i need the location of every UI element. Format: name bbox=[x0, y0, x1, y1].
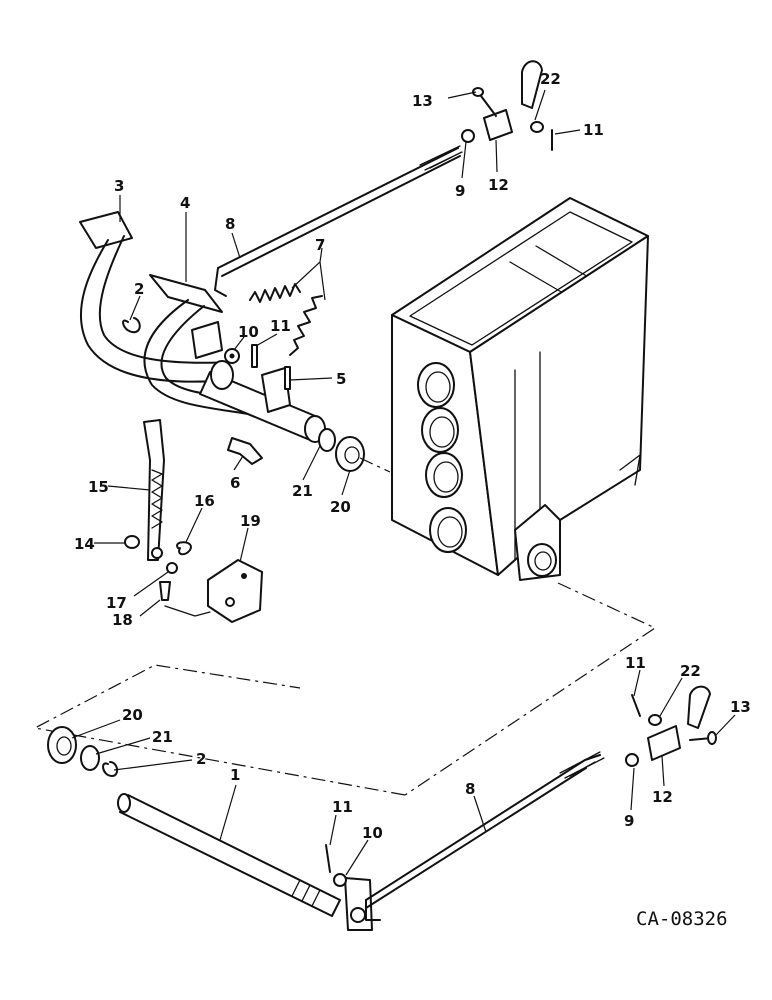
transmission-housing bbox=[391, 197, 649, 581]
callout-11-lower-left: 11 bbox=[332, 798, 353, 816]
callout-10-lower: 10 bbox=[362, 824, 383, 842]
callout-11-lower-right: 11 bbox=[625, 654, 646, 672]
callout-15: 15 bbox=[88, 478, 109, 496]
callout-3: 3 bbox=[114, 177, 124, 195]
callout-9-lower: 9 bbox=[624, 812, 634, 830]
callout-17: 17 bbox=[106, 594, 127, 612]
callout-12-upper: 12 bbox=[488, 176, 509, 194]
callout-18: 18 bbox=[112, 611, 133, 629]
lever-assembly bbox=[124, 419, 263, 623]
callout-20-upper: 20 bbox=[330, 498, 351, 516]
callout-20-lower: 20 bbox=[122, 706, 143, 724]
callout-13-lower: 13 bbox=[730, 698, 751, 716]
callout-11-upper-left: 11 bbox=[270, 317, 291, 335]
callout-13-upper: 13 bbox=[412, 92, 433, 110]
callout-21-lower: 21 bbox=[152, 728, 173, 746]
callout-1: 1 bbox=[230, 766, 240, 784]
callout-22-upper: 22 bbox=[540, 70, 561, 88]
callout-14: 14 bbox=[74, 535, 95, 553]
callout-5: 5 bbox=[336, 370, 346, 388]
callout-19: 19 bbox=[240, 512, 261, 530]
callout-4: 4 bbox=[180, 194, 190, 212]
pedal-assembly-lower bbox=[33, 582, 717, 931]
callout-8-upper: 8 bbox=[225, 215, 235, 233]
drawing-code: CA-08326 bbox=[636, 908, 728, 930]
callout-2-upper: 2 bbox=[134, 280, 144, 298]
callout-16: 16 bbox=[194, 492, 215, 510]
callout-9-upper: 9 bbox=[455, 182, 465, 200]
callout-labels: 13 22 11 9 12 3 4 8 7 2 10 11 5 6 15 16 … bbox=[74, 70, 751, 842]
callout-21-upper: 21 bbox=[292, 482, 313, 500]
callout-10-upper: 10 bbox=[238, 323, 259, 341]
callout-7: 7 bbox=[315, 236, 325, 254]
callout-6: 6 bbox=[230, 474, 240, 492]
linkage-upper bbox=[461, 60, 553, 151]
callout-11-upper-right: 11 bbox=[583, 121, 604, 139]
leader-lines bbox=[71, 89, 736, 876]
callout-22-lower: 22 bbox=[680, 662, 701, 680]
callout-2-lower: 2 bbox=[196, 750, 206, 768]
pedal-assembly-upper bbox=[79, 145, 463, 473]
callout-8-lower: 8 bbox=[465, 780, 475, 798]
callout-12-lower: 12 bbox=[652, 788, 673, 806]
